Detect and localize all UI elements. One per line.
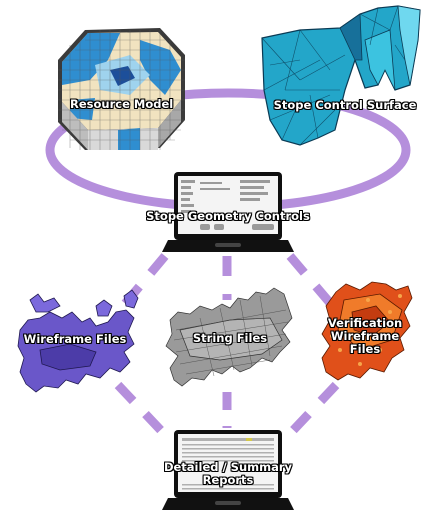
string-files-shapes [165, 287, 293, 387]
connector-verification-to-reports [280, 381, 340, 444]
laptop-stope-geometry-controls [162, 172, 294, 252]
wireframe-files-shapes [17, 289, 139, 393]
wireframe-files-label: Wireframe Files [23, 332, 127, 346]
reports-label-line1: Detailed / Summary [163, 460, 293, 474]
resource-model-label: Resource Model [70, 97, 174, 111]
verification-label-line1: Verification [327, 316, 403, 330]
verification-label-line2: Wireframe [330, 329, 400, 343]
verification-label-line3: Files [349, 342, 381, 356]
laptop-reports [162, 430, 294, 510]
verification-wireframe-shapes [321, 281, 413, 381]
resource-model-block [58, 28, 185, 150]
reports-label: Detailed / Summary Reports [150, 461, 306, 487]
string-files-label: String Files [192, 331, 268, 345]
connector-geom-to-verification [286, 253, 340, 313]
reports-label-line2: Reports [202, 473, 254, 487]
verification-wireframe-files-label: Verification Wireframe Files [315, 317, 415, 356]
stope-control-surface-mesh [261, 5, 421, 146]
connector-geom-to-wireframe [114, 253, 169, 315]
stope-geometry-controls-label: Stope Geometry Controls [146, 209, 310, 223]
connector-wireframe-to-reports [114, 381, 174, 444]
stope-control-surface-label: Stope Control Surface [273, 98, 417, 112]
